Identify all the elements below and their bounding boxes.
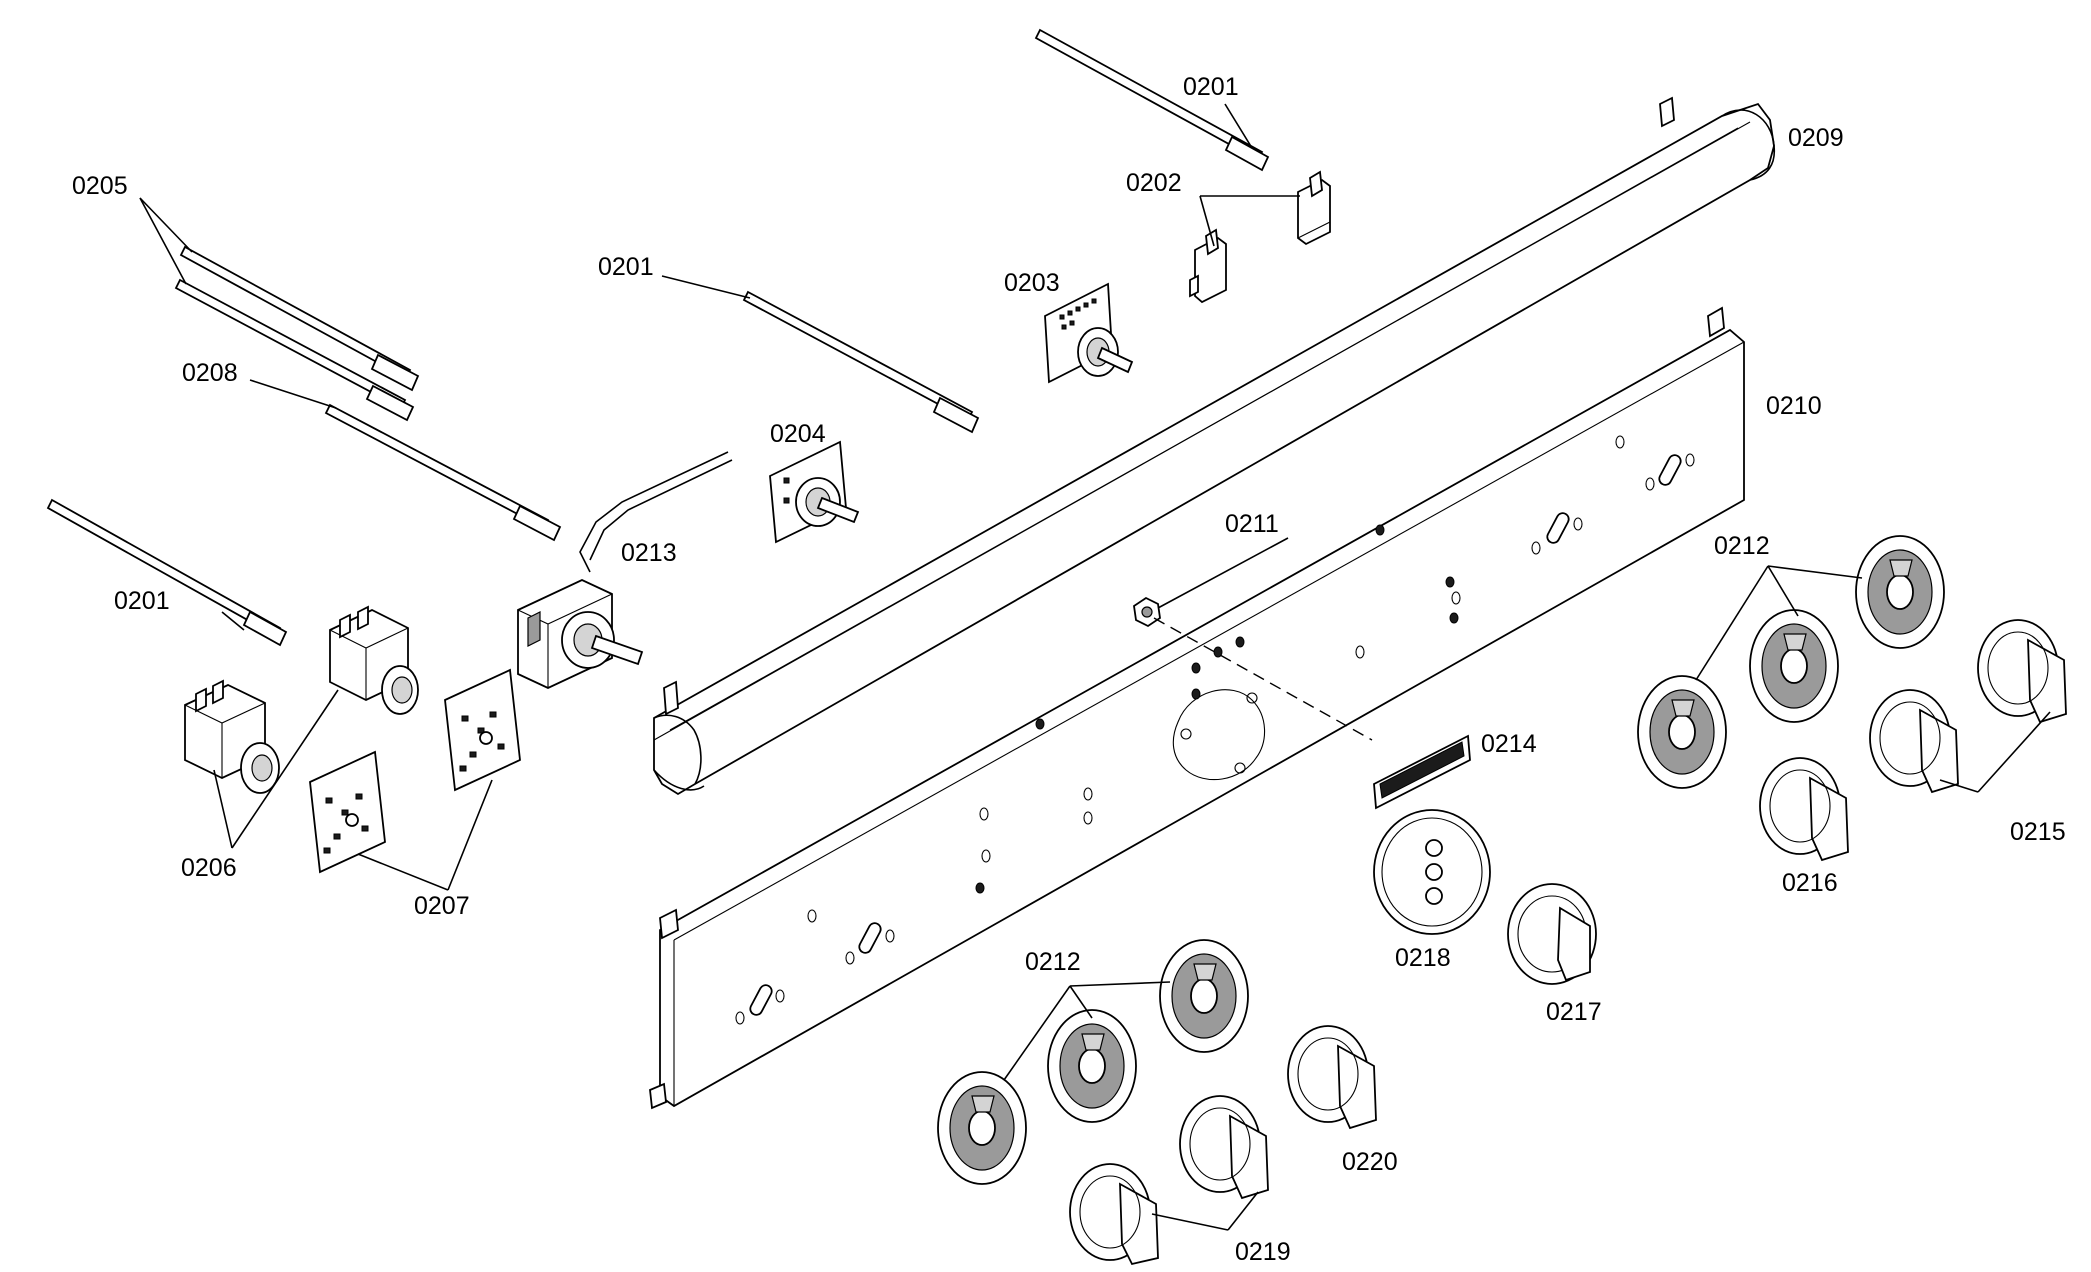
label-0205: 0205 <box>72 172 128 200</box>
bezel-0212-right-2 <box>1749 609 1839 723</box>
label-0214: 0214 <box>1481 730 1537 758</box>
bezel-0212-right-1 <box>1637 675 1727 789</box>
valve-0206-upper <box>329 605 419 715</box>
board-0207-upper <box>444 668 521 792</box>
label-0217: 0217 <box>1546 998 1602 1026</box>
rod-0201-middle <box>742 290 980 434</box>
alignment-dash-0211 <box>1153 617 1373 741</box>
dial-ring-0218 <box>1373 809 1491 935</box>
switch-0202-lower <box>1189 228 1227 304</box>
label-0218: 0218 <box>1395 944 1451 972</box>
switch-0202-upper <box>1297 170 1331 246</box>
leader-lines <box>139 103 2051 1231</box>
bezel-0212-lower-2 <box>1047 1009 1137 1123</box>
label-0207: 0207 <box>414 892 470 920</box>
label-0220: 0220 <box>1342 1148 1398 1176</box>
label-0215: 0215 <box>2010 818 2066 846</box>
nut-0211 <box>1133 596 1161 628</box>
label-0210: 0210 <box>1766 392 1822 420</box>
control-0203 <box>1044 282 1134 384</box>
label-0203: 0203 <box>1004 269 1060 297</box>
label-0216: 0216 <box>1782 869 1838 897</box>
control-0204 <box>769 440 860 544</box>
rod-0205-lower <box>174 278 415 422</box>
trim-bar-0209 <box>653 96 1776 796</box>
knob-0215-upper <box>1977 619 2067 724</box>
label-0213: 0213 <box>621 539 677 567</box>
valve-0206-lower <box>184 679 280 794</box>
label-0212-right: 0212 <box>1714 532 1770 560</box>
knob-0219-upper <box>1179 1095 1269 1200</box>
badge-0214 <box>1373 734 1471 810</box>
label-0208: 0208 <box>182 359 238 387</box>
control-panel-0210 <box>649 306 1745 1110</box>
knob-0217 <box>1507 883 1597 985</box>
knob-0215-lower <box>1869 689 1959 794</box>
label-0209: 0209 <box>1788 124 1844 152</box>
knob-0216 <box>1759 757 1849 862</box>
rod-0201-top <box>1034 28 1270 172</box>
label-0212-lower: 0212 <box>1025 948 1081 976</box>
thermostat-0213 <box>517 451 733 689</box>
label-0201-middle: 0201 <box>598 253 654 281</box>
label-0202: 0202 <box>1126 169 1182 197</box>
label-0211: 0211 <box>1225 510 1279 538</box>
label-0201-top: 0201 <box>1183 73 1239 101</box>
board-0207-lower <box>309 750 386 874</box>
bezel-0212-lower-1 <box>937 1071 1027 1185</box>
knob-0220 <box>1287 1025 1377 1130</box>
bezel-0212-lower-3 <box>1159 939 1249 1053</box>
part-labels: 0201 0201 0201 0202 0203 0204 0205 0206 … <box>72 73 2066 1266</box>
rod-0201-left <box>46 498 288 647</box>
rod-0208 <box>324 403 562 542</box>
label-0201-left: 0201 <box>114 587 170 615</box>
label-0219: 0219 <box>1235 1238 1291 1266</box>
bezel-0212-right-3 <box>1855 535 1945 649</box>
rod-0205-upper <box>179 245 420 392</box>
label-0204: 0204 <box>770 420 826 448</box>
knob-0219-lower <box>1069 1163 1159 1266</box>
label-0206: 0206 <box>181 854 237 882</box>
